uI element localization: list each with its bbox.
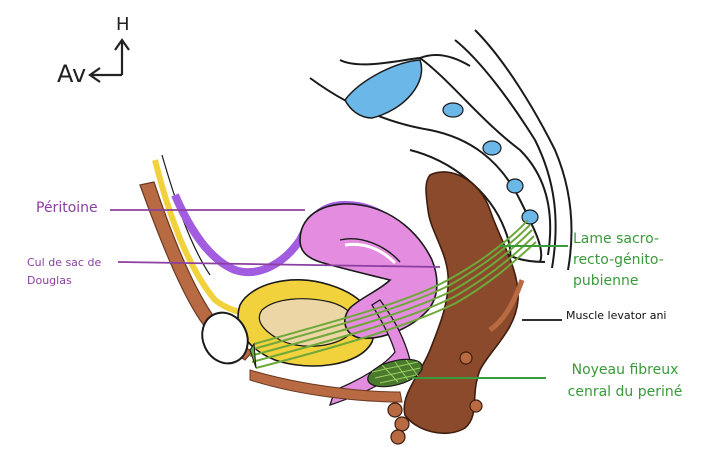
central-tendon — [367, 358, 423, 388]
sacral-disc — [344, 59, 423, 119]
vagina — [328, 299, 411, 407]
sacral-foramina — [442, 102, 539, 225]
pointer-cul-de-sac — [117, 261, 441, 268]
lame-sacro-recto-genito-pubienne — [249, 219, 537, 369]
orientation-compass — [88, 38, 130, 83]
pubic-symphysis — [201, 311, 249, 365]
label-cul-de-sac: Cul de sac de Douglas — [27, 256, 102, 287]
arrow-left-head-icon — [88, 67, 101, 83]
rectum — [403, 171, 519, 435]
label-noyeau-fibreux: Noyeau fibreux cenral du periné — [567, 362, 683, 400]
compass-anterior-label: Av — [57, 60, 87, 88]
label-lame: Lame sacro-recto-génito-pubienne — [573, 231, 664, 289]
compass-superior-label: H — [116, 14, 130, 35]
arrow-up-head-icon — [114, 38, 130, 51]
anal-sphincter — [387, 351, 483, 445]
label-peritoine: Péritoine — [36, 200, 98, 216]
levator-ani — [488, 279, 525, 333]
perineal-muscle — [249, 369, 403, 403]
label-levator-ani: Muscle levator ani — [566, 309, 667, 322]
